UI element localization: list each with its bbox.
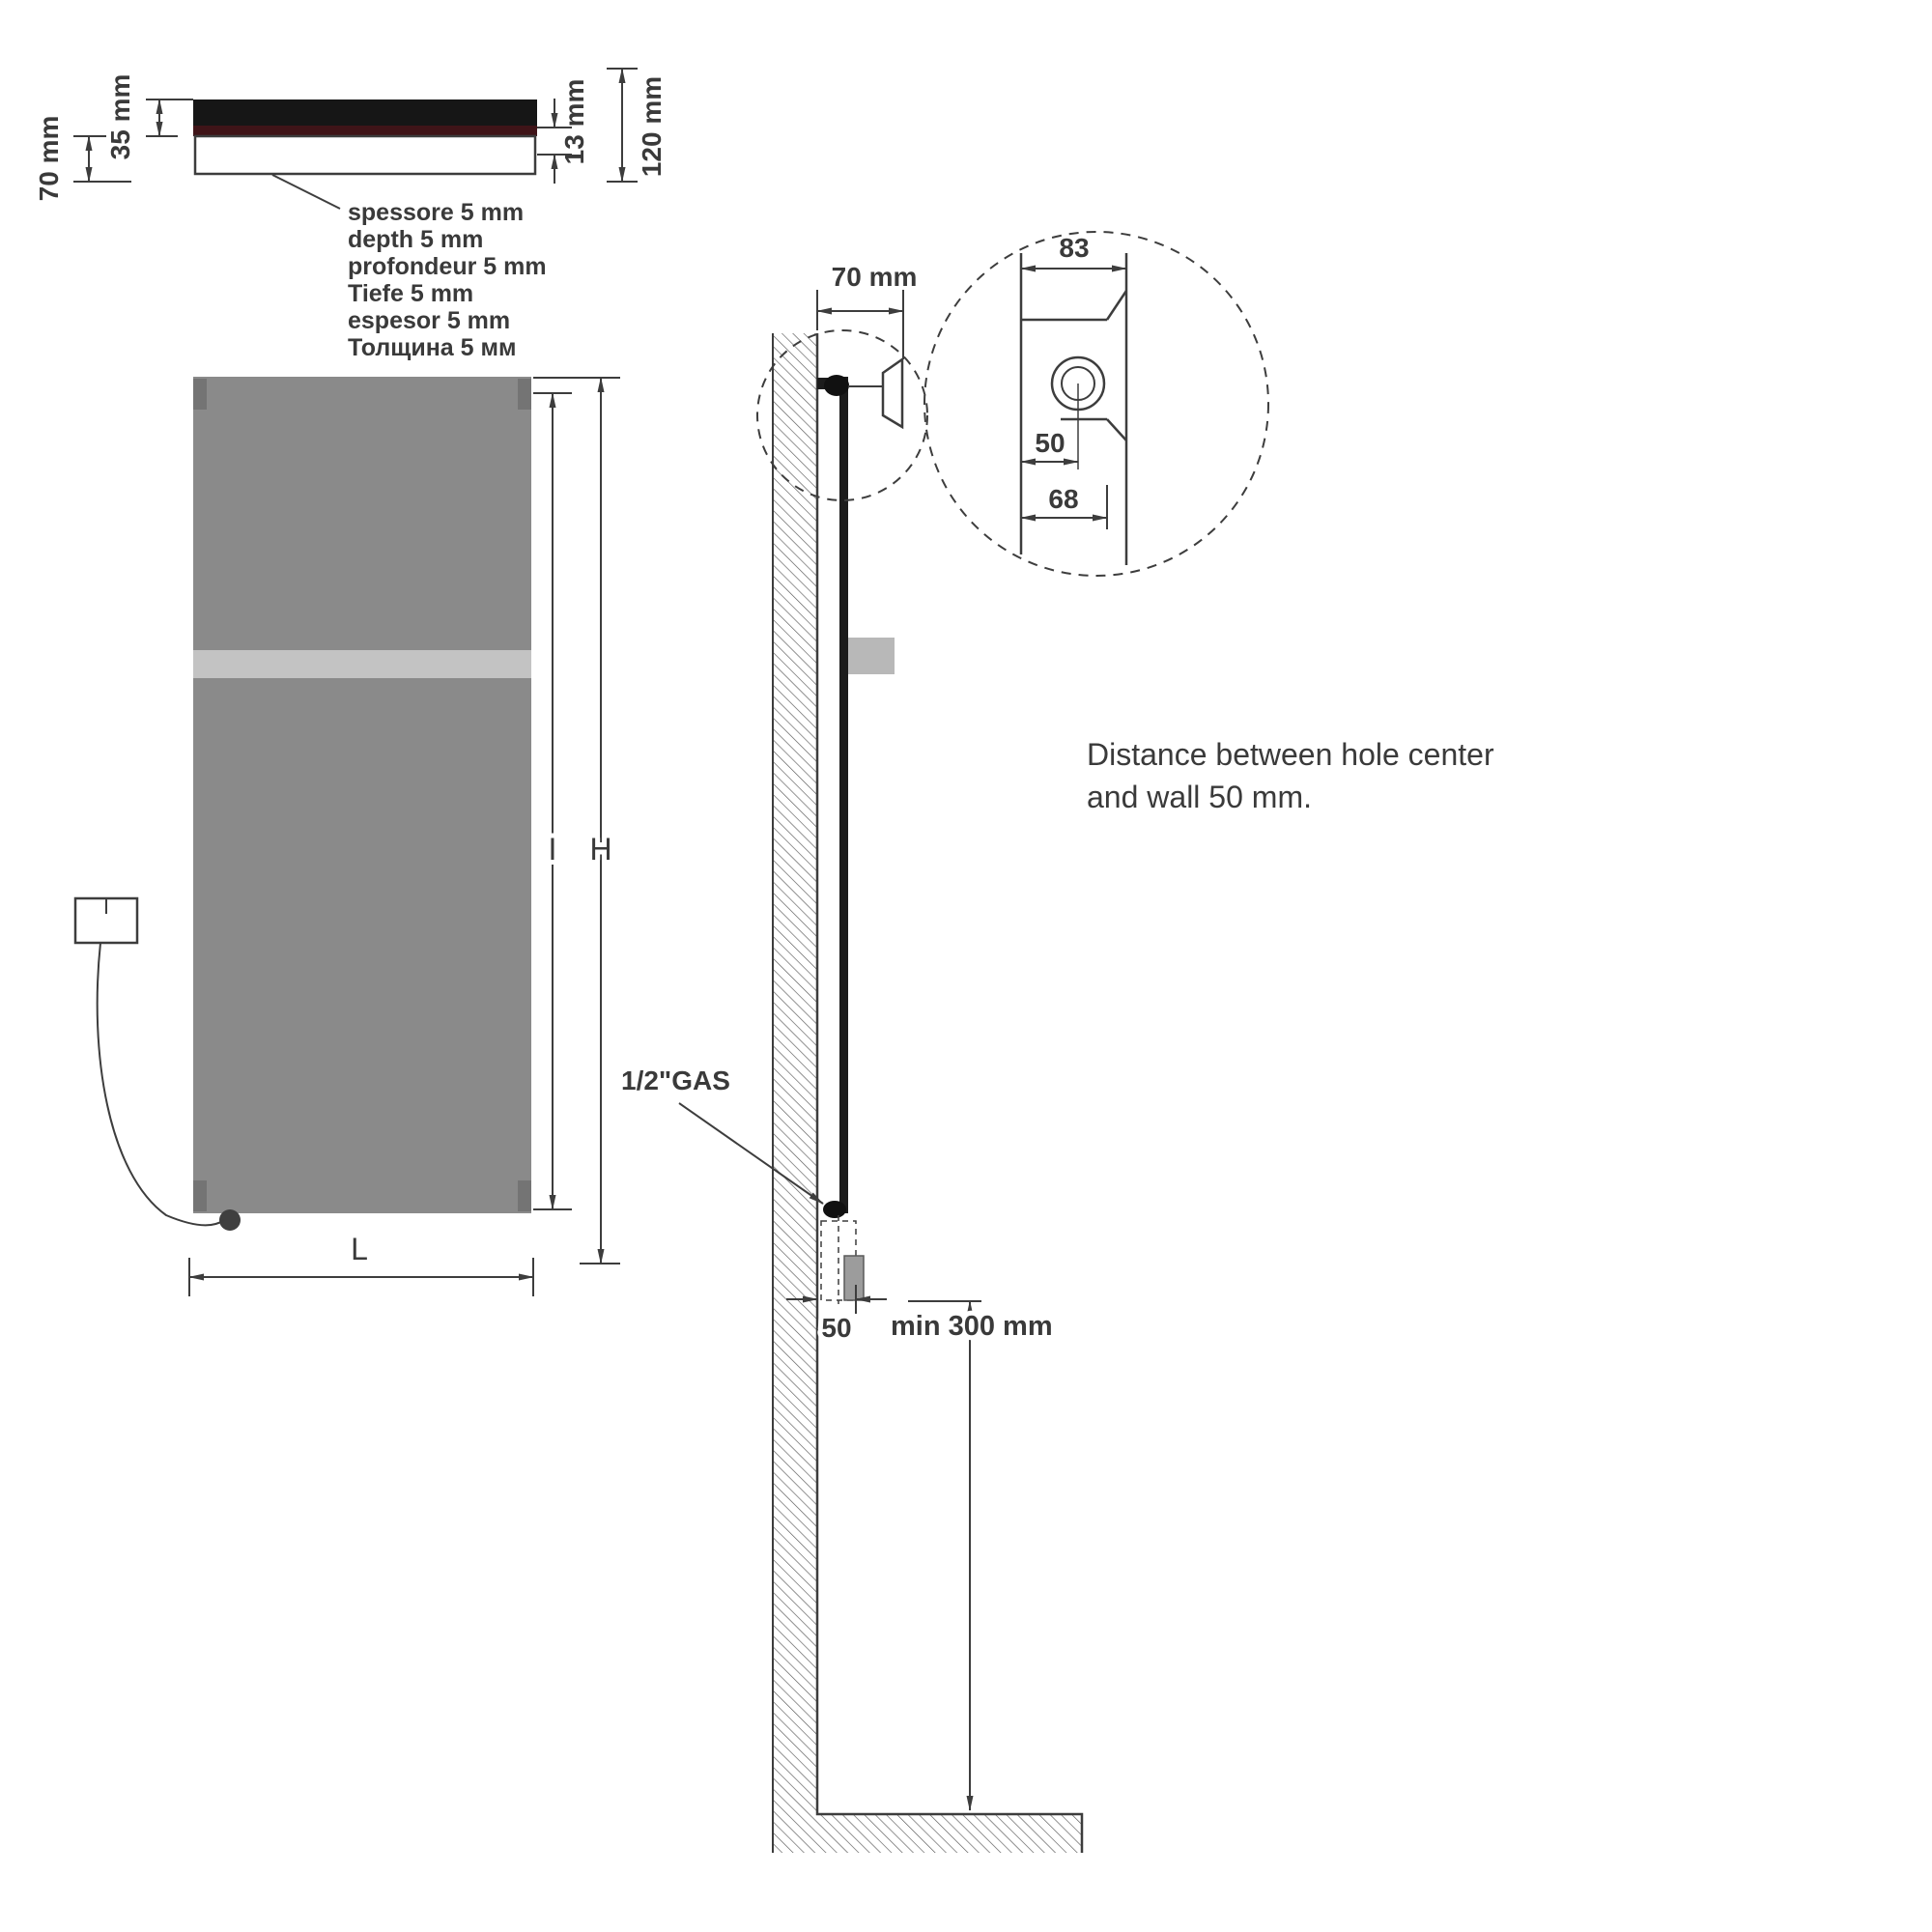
- towel-band: [193, 650, 531, 678]
- depth-leader-line: [271, 174, 341, 210]
- depth-label-fr: profondeur 5 mm: [348, 253, 547, 280]
- mounting-tab-bottom-left: [193, 1180, 207, 1211]
- panel-plate: [193, 134, 537, 176]
- dim-70mm-wall-offset: 70 mm: [816, 262, 918, 359]
- note-line-2: and wall 50 mm.: [1087, 780, 1312, 814]
- bottom-pipe-end: [823, 1201, 846, 1218]
- dim-50-label: 50: [1035, 428, 1065, 458]
- depth-label-de: Tiefe 5 mm: [348, 280, 473, 307]
- dim-width-l: L: [188, 1232, 534, 1296]
- detail-source-circle: [756, 329, 928, 501]
- dim-13mm-label: 13 mm: [559, 79, 589, 165]
- dim-70mm-wall-label: 70 mm: [832, 262, 918, 292]
- gas-callout: 1/2"GAS: [621, 1065, 824, 1205]
- dim-l-label: L: [351, 1232, 368, 1266]
- dim-min-300-label: min 300 mm: [891, 1311, 1053, 1342]
- detail-slant-top: [1105, 290, 1128, 321]
- detail-zoom-circle: [923, 231, 1269, 577]
- detail-slant-bottom: [1106, 418, 1127, 441]
- mounting-tab-bottom-right: [518, 1180, 531, 1211]
- mounting-tab-top-left: [193, 379, 207, 410]
- bottom-valve: [843, 1255, 865, 1301]
- mounting-tab-top-right: [518, 379, 531, 410]
- dim-50-floor-label: 50: [821, 1313, 851, 1343]
- depth-labels-block: spessore 5 mm depth 5 mm profondeur 5 mm…: [348, 199, 547, 361]
- note-line-1: Distance between hole center: [1087, 737, 1494, 772]
- side-view: 70 mm 83 50 68 Distance between hole: [621, 231, 1494, 1853]
- top-view-cross-section: 70 mm 35 mm 13 mm 120 mm spessore 5 m: [34, 68, 667, 361]
- dim-i-label: I: [549, 832, 557, 867]
- radiator-side-profile: [839, 377, 848, 1213]
- depth-label-en: depth 5 mm: [348, 226, 483, 253]
- dim-min-300: min 300 mm: [886, 1300, 1058, 1811]
- wall-floor-edge: [815, 333, 1084, 1853]
- control-knob: [219, 1209, 241, 1231]
- dim-height-h: H: [533, 377, 620, 1264]
- dim-height-i: I: [533, 392, 572, 1210]
- dim-120mm-label: 120 mm: [637, 76, 667, 177]
- dim-70mm-top-view: 70 mm: [34, 116, 131, 202]
- gas-label: 1/2"GAS: [621, 1065, 730, 1095]
- dim-35mm-label: 35 mm: [105, 74, 135, 160]
- towel-band-side: [848, 638, 895, 674]
- dim-h-label: H: [589, 832, 611, 867]
- front-view: I H L: [73, 377, 620, 1296]
- wall-and-floor-hatch: [773, 333, 1082, 1853]
- dim-35mm: 35 mm: [105, 74, 193, 160]
- depth-label-es: espesor 5 mm: [348, 307, 510, 334]
- power-socket: [73, 896, 139, 945]
- dim-50-floor: 50: [786, 1285, 887, 1348]
- dim-120mm: 120 mm: [607, 68, 667, 183]
- dim-83-label: 83: [1059, 233, 1089, 263]
- depth-label-ru: Толщина 5 мм: [348, 334, 516, 361]
- bracket-detail: 83 50 68: [1019, 233, 1128, 565]
- dim-68-label: 68: [1048, 484, 1078, 514]
- panel-top-bar-accent: [193, 126, 537, 136]
- front-clip-plate: [881, 356, 904, 430]
- note-distance: Distance between hole center and wall 50…: [1087, 737, 1494, 814]
- top-pipe-end: [824, 375, 849, 396]
- gas-leader-line: [678, 1102, 824, 1205]
- dim-70mm-top-label: 70 mm: [34, 116, 64, 202]
- power-cable: [96, 942, 225, 1227]
- dim-13mm: 13 mm: [537, 79, 589, 184]
- depth-label-it: spessore 5 mm: [348, 199, 524, 226]
- radiator-front-panel: [193, 377, 531, 1213]
